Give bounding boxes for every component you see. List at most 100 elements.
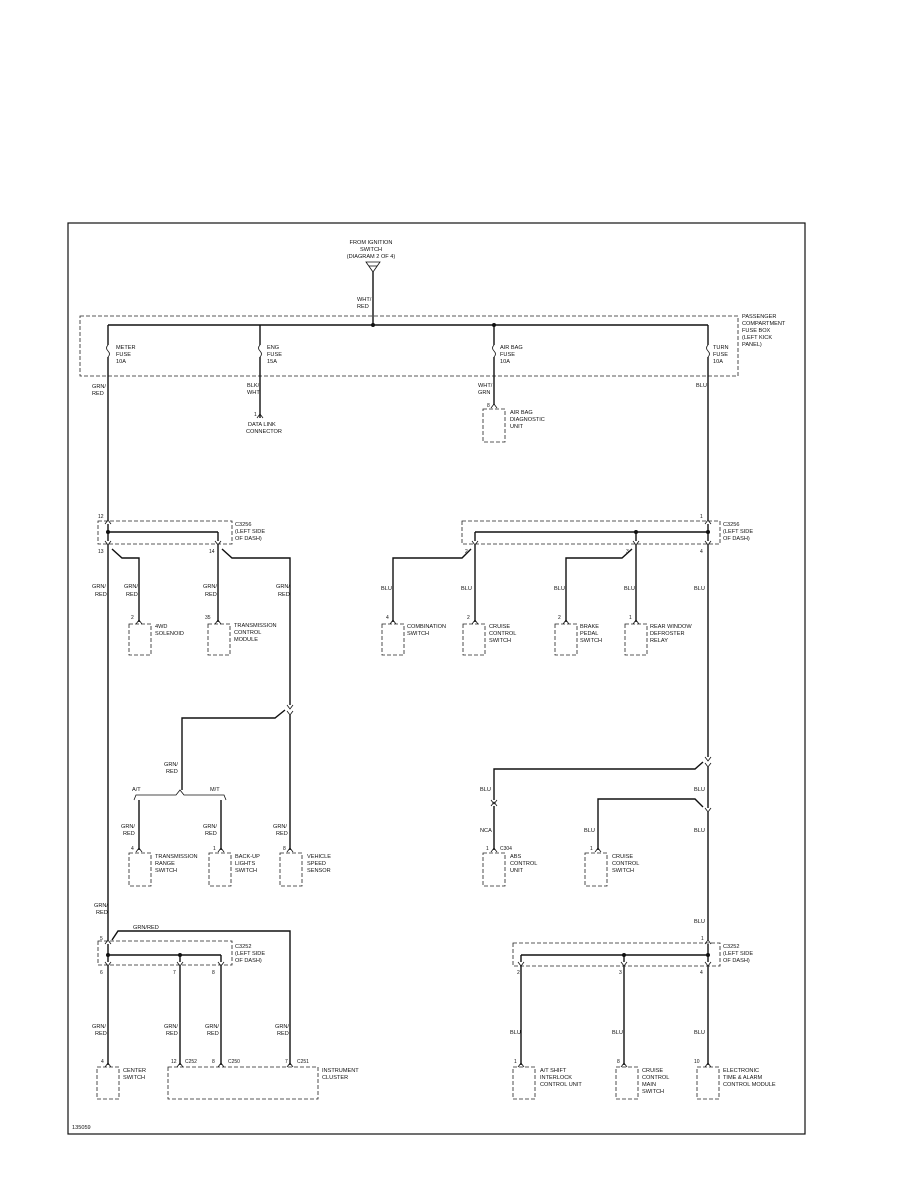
svg-text:C304: C304 bbox=[500, 846, 512, 852]
svg-text:CRUISE: CRUISE bbox=[642, 1068, 663, 1074]
svg-text:AIR BAG: AIR BAG bbox=[510, 410, 533, 416]
svg-text:12: 12 bbox=[98, 514, 104, 520]
svg-text:SWITCH: SWITCH bbox=[612, 868, 634, 874]
svg-text:8: 8 bbox=[283, 846, 286, 852]
svg-text:SOLENOID: SOLENOID bbox=[155, 631, 184, 637]
svg-text:1: 1 bbox=[590, 846, 593, 852]
svg-text:C3256: C3256 bbox=[723, 522, 739, 528]
svg-text:2: 2 bbox=[465, 549, 468, 555]
svg-text:BRAKE: BRAKE bbox=[580, 624, 599, 630]
svg-text:MAIN: MAIN bbox=[642, 1082, 656, 1088]
svg-text:VEHICLE: VEHICLE bbox=[307, 854, 331, 860]
fuse-airbag: AIR BAG FUSE 10A WHT/ GRN bbox=[478, 325, 523, 405]
svg-text:BLU: BLU bbox=[381, 586, 392, 592]
svg-text:SWITCH: SWITCH bbox=[642, 1089, 664, 1095]
svg-text:13: 13 bbox=[98, 549, 104, 555]
svg-text:BLU: BLU bbox=[694, 919, 705, 925]
component-backup-lights-switch: 1 BACK-UP LIGHTS SWITCH bbox=[208, 846, 260, 887]
svg-text:TIME & ALARM: TIME & ALARM bbox=[723, 1075, 763, 1081]
component-4wd-solenoid: 2 4WD SOLENOID bbox=[128, 615, 184, 656]
svg-text:FUSE BOX: FUSE BOX bbox=[742, 328, 771, 334]
svg-text:C252: C252 bbox=[185, 1059, 197, 1065]
svg-text:(DIAGRAM 2 OF 4): (DIAGRAM 2 OF 4) bbox=[347, 254, 396, 260]
svg-text:BACK-UP: BACK-UP bbox=[235, 854, 260, 860]
diagram-border bbox=[67, 222, 806, 1135]
svg-text:C3256: C3256 bbox=[235, 522, 251, 528]
airbag-diagnostic-unit: 8 AIR BAG DIAGNOSTIC UNIT bbox=[482, 403, 545, 443]
svg-text:WHT/: WHT/ bbox=[357, 297, 372, 303]
svg-text:RED: RED bbox=[276, 831, 288, 837]
svg-text:TURN: TURN bbox=[713, 345, 729, 351]
svg-text:DATA LINK: DATA LINK bbox=[248, 422, 276, 428]
svg-text:RED: RED bbox=[357, 304, 369, 310]
svg-text:12: 12 bbox=[171, 1059, 177, 1065]
svg-text:8: 8 bbox=[617, 1059, 620, 1065]
svg-text:REAR WINDOW: REAR WINDOW bbox=[650, 624, 692, 630]
svg-text:RELAY: RELAY bbox=[650, 638, 668, 644]
component-cruise-control-main-switch: 8 CRUISE CONTROL MAIN SWITCH bbox=[615, 1059, 669, 1100]
svg-text:GRN: GRN bbox=[478, 390, 490, 396]
svg-text:GRN/: GRN/ bbox=[92, 384, 106, 390]
svg-text:10A: 10A bbox=[713, 359, 723, 365]
svg-text:LIGHTS: LIGHTS bbox=[235, 861, 255, 867]
svg-text:CONTROL UNIT: CONTROL UNIT bbox=[540, 1082, 582, 1088]
svg-text:BLU: BLU bbox=[694, 1030, 705, 1036]
svg-text:OF DASH): OF DASH) bbox=[723, 958, 750, 964]
svg-text:A/T: A/T bbox=[132, 787, 141, 793]
component-rear-defroster-relay: 1 REAR WINDOW DEFROSTER RELAY bbox=[624, 615, 692, 656]
svg-text:DIAGNOSTIC: DIAGNOSTIC bbox=[510, 417, 545, 423]
svg-text:3: 3 bbox=[619, 970, 622, 976]
component-instrument-cluster: 12 C252 8 C250 7 C251 INSTRUMENT CLUSTER bbox=[167, 1059, 359, 1100]
svg-text:1: 1 bbox=[700, 514, 703, 520]
svg-text:GRN/: GRN/ bbox=[205, 1024, 219, 1030]
svg-text:4WD: 4WD bbox=[155, 624, 167, 630]
svg-text:C251: C251 bbox=[297, 1059, 309, 1065]
svg-text:CLUSTER: CLUSTER bbox=[322, 1075, 348, 1081]
svg-text:4: 4 bbox=[700, 549, 703, 555]
svg-text:RED: RED bbox=[205, 592, 217, 598]
svg-text:RED: RED bbox=[278, 592, 290, 598]
connector-c3252-left: GRN/RED 5 6 7 8 C3252 (LEFT SIDE OF DASH… bbox=[97, 925, 291, 1065]
svg-text:TRANSMISSION: TRANSMISSION bbox=[234, 623, 277, 629]
svg-text:7: 7 bbox=[285, 1059, 288, 1065]
svg-text:10A: 10A bbox=[500, 359, 510, 365]
svg-text:BLU: BLU bbox=[694, 828, 705, 834]
connector-c3256-left: 12 13 14 C3256 (LEFT SIDE OF DASH) bbox=[97, 514, 265, 555]
svg-text:MODULE: MODULE bbox=[234, 637, 258, 643]
svg-text:CONTROL: CONTROL bbox=[489, 631, 516, 637]
svg-text:RED: RED bbox=[166, 1031, 178, 1037]
svg-text:DEFROSTER: DEFROSTER bbox=[650, 631, 685, 637]
svg-text:BLU: BLU bbox=[480, 787, 491, 793]
svg-text:UNIT: UNIT bbox=[510, 868, 524, 874]
svg-text:FUSE: FUSE bbox=[500, 352, 515, 358]
svg-text:35: 35 bbox=[205, 615, 211, 621]
svg-text:RED: RED bbox=[166, 769, 178, 775]
svg-text:INTERLOCK: INTERLOCK bbox=[540, 1075, 572, 1081]
svg-text:GRN/: GRN/ bbox=[203, 824, 217, 830]
svg-text:(LEFT SIDE: (LEFT SIDE bbox=[235, 529, 265, 535]
svg-text:RED: RED bbox=[92, 391, 104, 397]
svg-text:2: 2 bbox=[558, 615, 561, 621]
svg-text:ABS: ABS bbox=[510, 854, 521, 860]
ignition-source: FROM IGNITION SWITCH (DIAGRAM 2 OF 4) WH… bbox=[347, 240, 396, 325]
diagram-id: 135059 bbox=[72, 1125, 91, 1131]
svg-text:NCA: NCA bbox=[480, 828, 492, 834]
svg-text:GRN/: GRN/ bbox=[276, 584, 290, 590]
svg-text:SWITCH: SWITCH bbox=[489, 638, 511, 644]
svg-text:4: 4 bbox=[131, 846, 134, 852]
svg-text:CONTROL: CONTROL bbox=[642, 1075, 669, 1081]
svg-text:BLU: BLU bbox=[584, 828, 595, 834]
svg-text:RED: RED bbox=[95, 1031, 107, 1037]
svg-text:BLU: BLU bbox=[694, 586, 705, 592]
svg-text:FUSE: FUSE bbox=[713, 352, 728, 358]
svg-text:RANGE: RANGE bbox=[155, 861, 175, 867]
svg-text:FROM IGNITION: FROM IGNITION bbox=[350, 240, 393, 246]
svg-text:10A: 10A bbox=[116, 359, 126, 365]
svg-text:1: 1 bbox=[486, 846, 489, 852]
svg-text:SWITCH: SWITCH bbox=[123, 1075, 145, 1081]
svg-text:CONTROL: CONTROL bbox=[510, 861, 537, 867]
svg-text:BLU: BLU bbox=[554, 586, 565, 592]
svg-text:1: 1 bbox=[254, 412, 257, 418]
component-center-switch: 4 CENTER SWITCH bbox=[96, 1059, 146, 1100]
svg-text:1: 1 bbox=[701, 936, 704, 942]
